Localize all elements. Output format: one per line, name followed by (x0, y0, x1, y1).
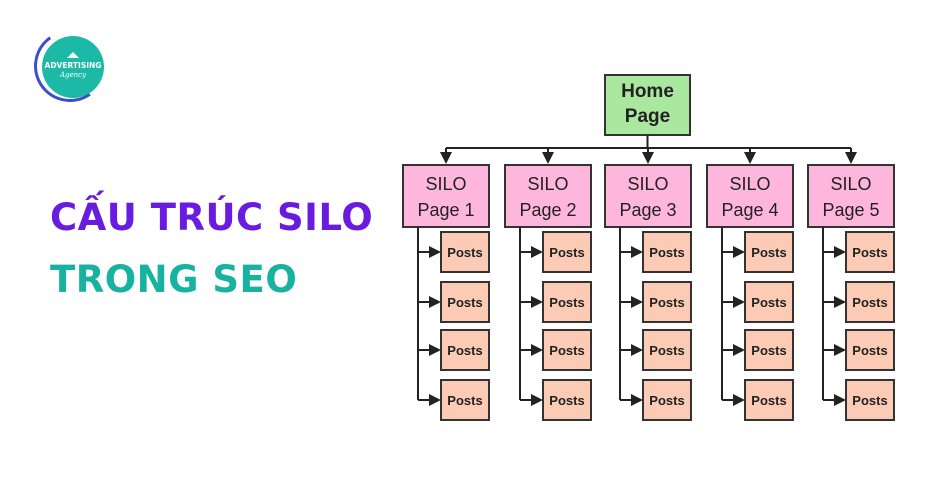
silo-box (402, 164, 490, 228)
post-box (440, 231, 490, 273)
post-label: Posts (447, 393, 482, 408)
post-box (440, 281, 490, 323)
post-label: Posts (751, 245, 786, 260)
post-box (542, 379, 592, 421)
logo-text: ADVERTISING (44, 61, 102, 70)
post-box (642, 231, 692, 273)
logo-triangle-icon (67, 52, 79, 58)
silo-label-1: SILO (425, 174, 466, 194)
post-label: Posts (447, 343, 482, 358)
post-label: Posts (751, 343, 786, 358)
post-label: Posts (751, 393, 786, 408)
silo-label-2: Page 4 (721, 200, 778, 220)
post-label: Posts (751, 295, 786, 310)
post-label: Posts (447, 245, 482, 260)
post-box (845, 231, 895, 273)
post-box (845, 379, 895, 421)
silo-label-2: Page 2 (519, 200, 576, 220)
title-line-2: TRONG SEO (50, 258, 298, 301)
post-box (845, 329, 895, 371)
post-box (845, 281, 895, 323)
silo-box (604, 164, 692, 228)
post-box (744, 379, 794, 421)
post-label: Posts (549, 295, 584, 310)
silo-label-1: SILO (830, 174, 871, 194)
post-label: Posts (649, 343, 684, 358)
title-line-1: CẤU TRÚC SILO (50, 196, 374, 239)
post-box (642, 379, 692, 421)
post-label: Posts (649, 245, 684, 260)
logo-subtext: Agency (59, 71, 87, 79)
logo-disc (42, 36, 104, 98)
silo-label-1: SILO (729, 174, 770, 194)
home-page-label-1: Home (621, 81, 674, 102)
post-label: Posts (852, 295, 887, 310)
post-label: Posts (549, 393, 584, 408)
post-label: Posts (852, 393, 887, 408)
silo-label-1: SILO (527, 174, 568, 194)
post-label: Posts (649, 295, 684, 310)
post-label: Posts (549, 343, 584, 358)
silo-box (807, 164, 895, 228)
home-page-box (604, 74, 691, 136)
post-box (440, 379, 490, 421)
post-label: Posts (852, 245, 887, 260)
post-box (440, 329, 490, 371)
post-label: Posts (649, 393, 684, 408)
home-page-label-2: Page (625, 106, 670, 127)
post-box (744, 231, 794, 273)
post-box (744, 329, 794, 371)
agency-logo: ADVERTISING Agency (28, 24, 112, 108)
silo-box (706, 164, 794, 228)
post-box (744, 281, 794, 323)
post-box (542, 329, 592, 371)
post-box (542, 281, 592, 323)
post-label: Posts (447, 295, 482, 310)
silo-box (504, 164, 592, 228)
post-label: Posts (549, 245, 584, 260)
silo-label-2: Page 5 (822, 200, 879, 220)
post-box (542, 231, 592, 273)
post-box (642, 329, 692, 371)
silo-label-2: Page 1 (417, 200, 474, 220)
silo-label-1: SILO (627, 174, 668, 194)
post-box (642, 281, 692, 323)
silo-label-2: Page 3 (619, 200, 676, 220)
post-label: Posts (852, 343, 887, 358)
